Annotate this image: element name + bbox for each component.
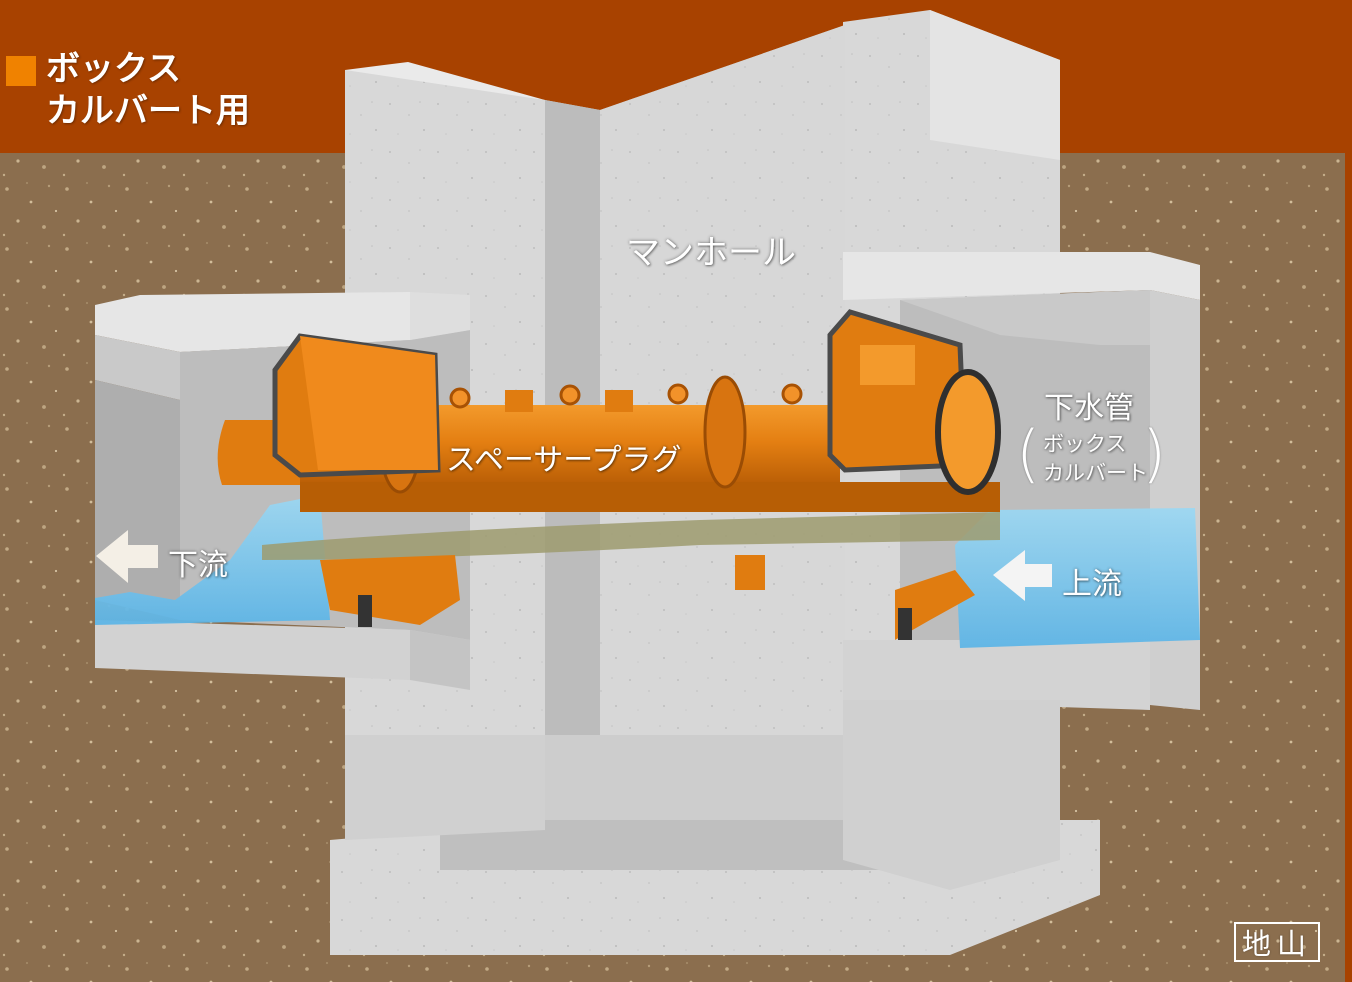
spacer-plug-label: スペーサープラグ [446,443,682,478]
sewer-pipe-sub-line-2: カルバート [1043,461,1148,485]
upstream-label: 上流 [1062,567,1122,602]
ground-label: 地山 [1234,922,1320,962]
upstream-arrow-icon [993,550,1052,601]
sewer-pipe-label: 下水管 [1044,391,1134,426]
manhole-label: マンホール [626,233,796,273]
water-right [955,508,1200,648]
spacer-plug-body [217,309,1001,640]
downstream-label: 下流 [168,548,228,583]
title-marker [6,56,36,86]
sewer-pipe-sub-line-1: ボックス [1043,432,1127,456]
sewer-pipe-sublabel: ボックス カルバート [1043,430,1148,488]
diagram-title: ボックス カルバート用 [46,48,250,132]
downstream-arrow-icon [96,530,158,583]
title-line-2: カルバート用 [46,91,250,131]
paren-left: ( [1016,417,1041,490]
water-left [95,495,330,625]
paren-right: ) [1142,417,1167,490]
title-line-1: ボックス [46,49,181,89]
